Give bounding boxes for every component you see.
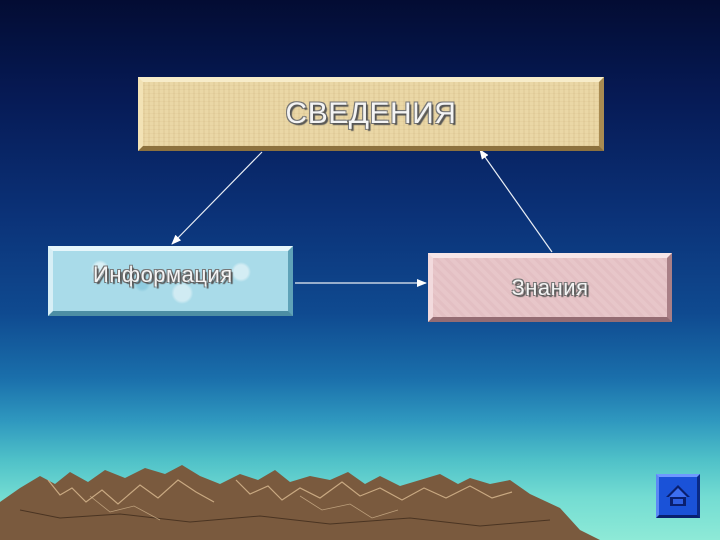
node-svedeniya-label: СВЕДЕНИЯ bbox=[285, 97, 457, 130]
node-svedeniya: СВЕДЕНИЯ bbox=[138, 77, 604, 151]
node-znaniya-label: Знания bbox=[511, 274, 589, 300]
node-znaniya: Знания bbox=[428, 253, 672, 322]
node-informatsiya: Информация bbox=[48, 246, 293, 316]
edge-znaniya-to-svedeniya bbox=[479, 149, 553, 253]
home-icon bbox=[666, 485, 690, 506]
mountain-range bbox=[0, 465, 600, 540]
home-nav-button[interactable] bbox=[656, 474, 700, 518]
node-informatsiya-label: Информация bbox=[93, 262, 233, 287]
edge-svedeniya-to-informatsiya bbox=[171, 151, 263, 245]
